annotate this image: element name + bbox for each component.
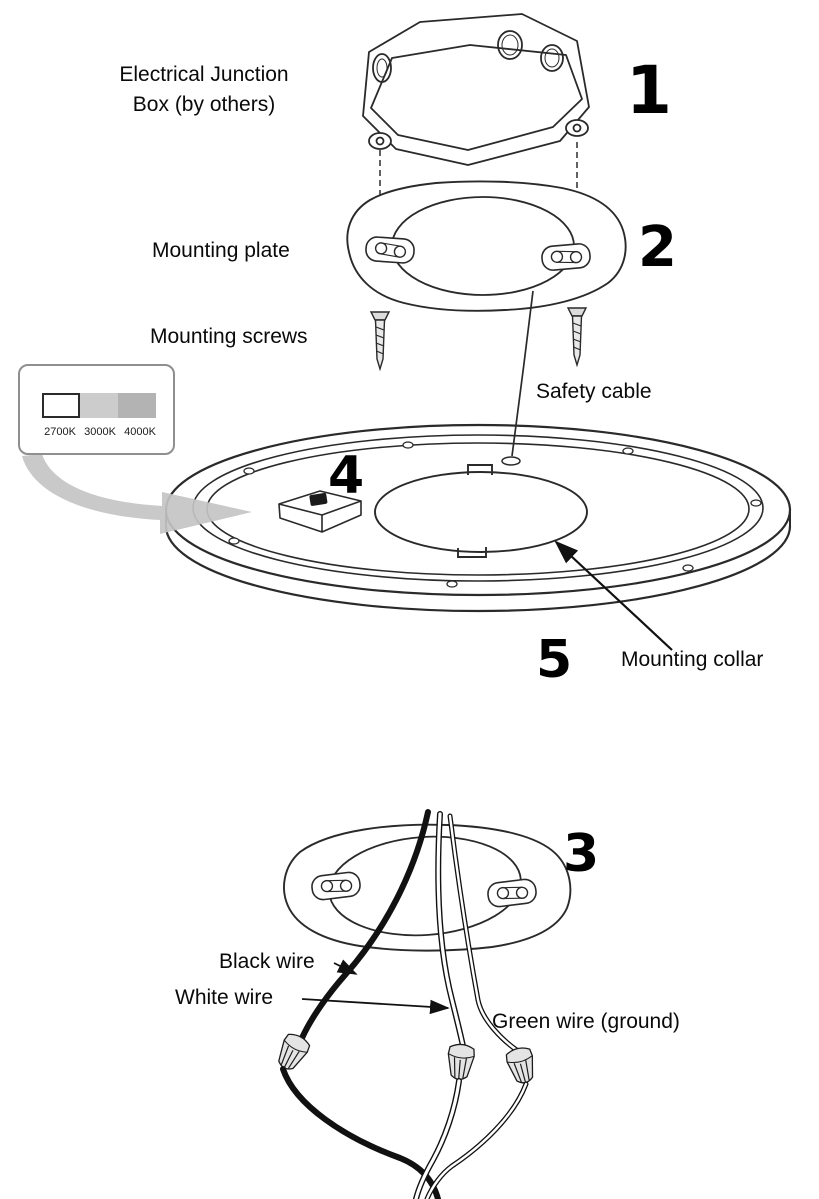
ceiling-fixture-art [164, 423, 792, 613]
white-wire-label: White wire [175, 986, 274, 1009]
step-number-1: 1 [626, 52, 672, 129]
wire-nuts-art [271, 1030, 540, 1088]
black-wire-label: Black wire [219, 950, 315, 973]
junction-box-art [362, 13, 590, 166]
mounting-plate-art [346, 180, 627, 312]
step-number-3: 3 [563, 824, 599, 884]
swatch-2700k [42, 393, 80, 418]
swatch-4000k [118, 393, 156, 418]
color-temp-swatches [42, 393, 156, 418]
color-temp-label-4000k: 4000K [124, 426, 156, 438]
junction-box-label-line2: Box (by others) [132, 92, 276, 116]
mounting-screws-label: Mounting screws [150, 325, 308, 348]
junction-box-label-line1: Electrical Junction [119, 63, 289, 86]
step-number-5: 5 [536, 630, 572, 690]
step-number-2: 2 [638, 215, 677, 280]
safety-cable-art [501, 290, 534, 466]
mounting-plate-label: Mounting plate [152, 239, 290, 262]
color-temp-selector: 2700K 3000K 4000K [18, 364, 175, 455]
mounting-collar-label: Mounting collar [621, 648, 764, 671]
color-temp-labels: 2700K 3000K 4000K [40, 426, 160, 438]
safety-cable-label: Safety cable [536, 380, 652, 403]
step-number-4: 4 [328, 446, 364, 506]
wire-label-arrows [301, 959, 450, 1015]
wires-art [299, 809, 521, 1054]
green-wire-label: Green wire (ground) [492, 1010, 680, 1033]
color-temp-label-3000k: 3000K [84, 426, 116, 438]
selector-switch-art [278, 490, 362, 533]
wire-slack-art [280, 1066, 529, 1199]
color-temp-label-2700k: 2700K [44, 426, 76, 438]
bottom-plate-art [283, 823, 572, 952]
swatch-3000k [80, 393, 118, 418]
mounting-screws-art [370, 307, 587, 370]
gray-arrow [22, 454, 252, 534]
mounting-collar-arrow [554, 540, 673, 651]
junction-box-label: Electrical Junction Box (by others) [88, 60, 320, 120]
